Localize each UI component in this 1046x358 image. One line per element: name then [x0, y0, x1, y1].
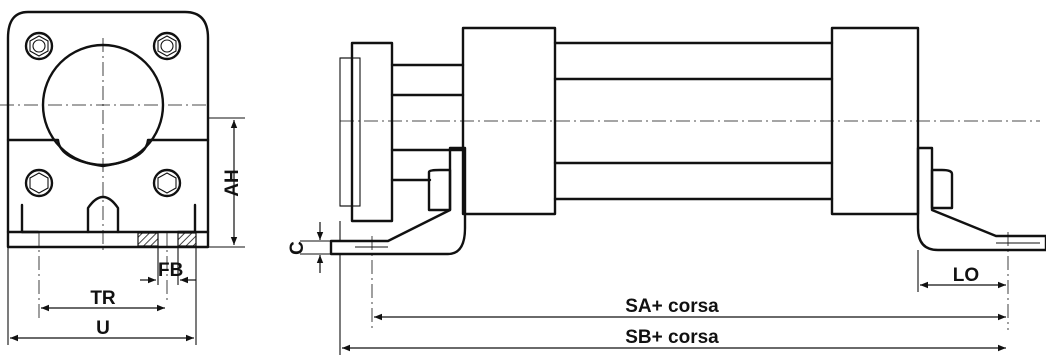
screw-bottom-left [24, 168, 54, 198]
foot-bracket-left [329, 146, 467, 256]
end-view: AH FB TR U [0, 10, 245, 345]
rod-end-cap [350, 41, 394, 223]
sb-label: SB+ corsa [625, 327, 719, 348]
center-slot [86, 195, 120, 234]
screw-bottom-right [152, 168, 182, 198]
rod-end-ghost [339, 57, 361, 207]
foot-bracket-front [6, 138, 210, 249]
bracket-bolt-left [427, 168, 452, 212]
sa-label: SA+ corsa [625, 296, 719, 317]
ah-label: AH [222, 169, 243, 196]
screw-top-left [24, 31, 54, 61]
side-view: C LO SA+ corsa SB+ corsa [287, 26, 1046, 355]
end-plate [6, 10, 210, 142]
tr-label: TR [90, 288, 116, 309]
c-label: C [287, 241, 308, 255]
bracket-bolt-right [930, 168, 954, 210]
hole-section-left [137, 232, 159, 247]
fb-label: FB [158, 260, 183, 281]
screw-top-right [152, 31, 182, 61]
foot-bracket-right [916, 146, 1046, 252]
u-label: U [96, 318, 110, 339]
hole-section-right [177, 232, 197, 247]
lo-label: LO [953, 265, 979, 286]
